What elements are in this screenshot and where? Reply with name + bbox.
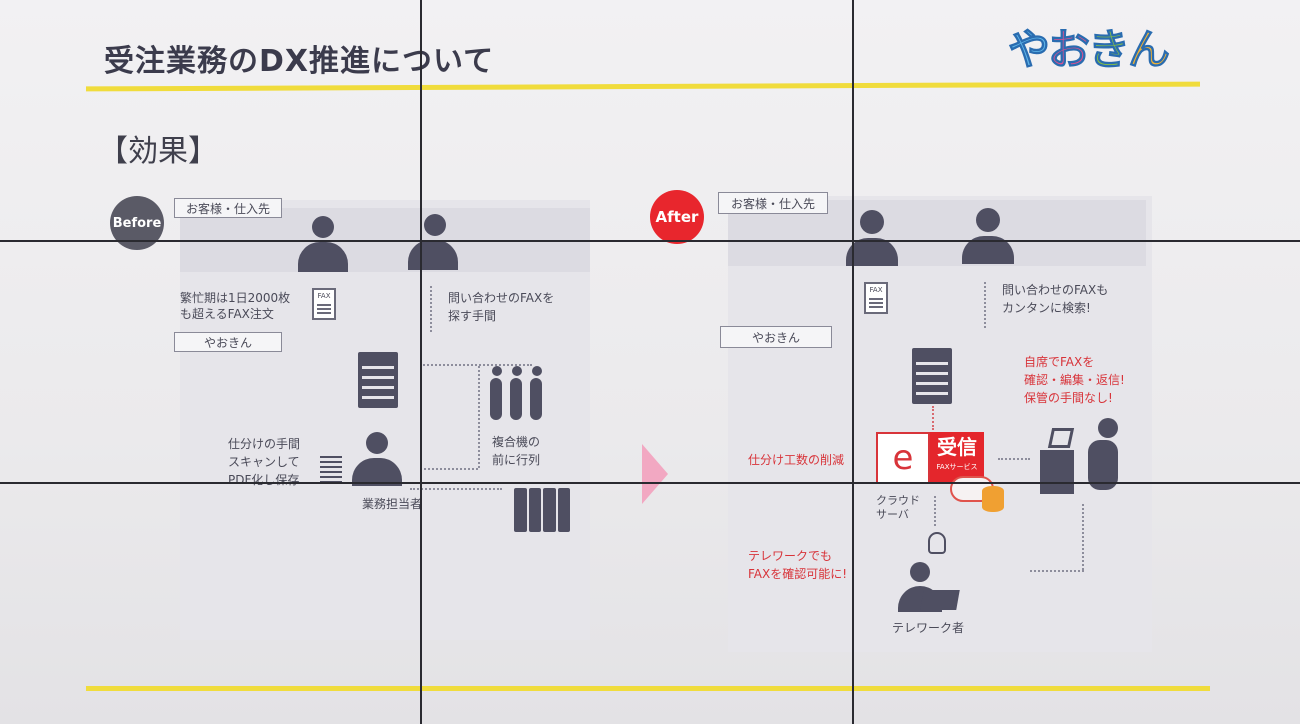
binders-icon <box>514 488 570 532</box>
logo-char: き <box>1088 25 1131 75</box>
document-stack-icon <box>320 456 342 482</box>
after-badge: After <box>650 190 704 244</box>
copier-icon <box>358 352 398 408</box>
after-diagram-area <box>728 196 1152 652</box>
desk-note-line2: 確認・編集・返信! <box>1024 373 1125 387</box>
telework-label: テレワーク者 <box>892 621 965 635</box>
display-bezel-vertical <box>852 0 854 724</box>
telework-note-line1: テレワークでも <box>748 549 833 563</box>
telework-note-line2: FAXを確認可能に! <box>748 567 848 581</box>
sorting-reduction-note: 仕分け工数の削減 <box>748 453 845 467</box>
before-diagram-area <box>180 200 590 640</box>
logo-char: お <box>1048 25 1091 75</box>
sorting-note-line3: PDF化し保存 <box>228 473 300 487</box>
queue-arrow <box>420 364 532 366</box>
display-bezel-horizontal <box>0 482 1300 484</box>
cloud-label-line1: クラウド <box>876 494 920 507</box>
desk-loop-line-h <box>1030 570 1084 572</box>
after-search-note-line2: カンタンに検索! <box>1002 301 1091 315</box>
after-copier-icon <box>912 348 952 404</box>
staff-label: 業務担当者 <box>362 497 423 511</box>
desk-note-line3: 保管の手間なし! <box>1024 391 1113 405</box>
after-customer-tag: お客様・仕入先 <box>718 192 828 214</box>
slide-title: 受注業務のDX推進について <box>104 44 495 79</box>
sorting-note-line2: スキャンして <box>228 455 300 469</box>
search-arrow <box>430 286 432 332</box>
queue-return-line-h <box>420 468 478 470</box>
copier-to-service-arrow <box>932 406 934 430</box>
title-underline <box>85 81 1201 92</box>
e-jushin-box: 受信 FAXサービス <box>930 432 984 484</box>
e-letter: e <box>876 432 930 484</box>
cloud-label-line2: サーバ <box>876 508 909 521</box>
fax-volume-note-line1: 繁忙期は1日2000枚 <box>180 291 291 305</box>
service-name: 受信 <box>937 435 977 459</box>
after-fax-document-icon: FAX <box>864 282 888 314</box>
service-to-telework-arrow <box>934 496 936 526</box>
fax-volume-note-line2: も超えるFAX注文 <box>180 307 274 321</box>
queue-note-line1: 複合機の <box>492 435 541 449</box>
search-note-line2: 探す手間 <box>448 309 497 323</box>
before-after-arrow <box>642 444 668 504</box>
after-search-note-line1: 問い合わせのFAXも <box>1002 283 1109 297</box>
desk-note-line1: 自席でFAXを <box>1024 355 1095 369</box>
e-jushin-service-logo: e 受信 FAXサービス <box>876 432 986 488</box>
database-icon <box>982 486 1004 512</box>
sorting-note-line1: 仕分けの手間 <box>228 437 301 451</box>
logo-char: や <box>1007 25 1050 75</box>
after-search-arrow <box>984 282 986 328</box>
before-customer-tag: お客様・仕入先 <box>174 198 282 218</box>
queue-note-line2: 前に行列 <box>492 453 541 467</box>
yaokin-logo: やおきん <box>1007 16 1171 77</box>
laptop-icon <box>920 590 960 610</box>
service-sub: FAXサービス <box>936 463 978 471</box>
fax-document-icon: FAX <box>312 288 336 320</box>
after-company-tag: やおきん <box>720 326 832 348</box>
lightbulb-icon <box>928 532 946 554</box>
archive-arrow <box>410 488 502 490</box>
desk-monitor-icon <box>1047 428 1075 448</box>
display-bezel-horizontal <box>0 240 1300 242</box>
queue-return-line <box>478 366 480 468</box>
desk-worker-icon <box>1040 450 1074 494</box>
search-note-line1: 問い合わせのFAXを <box>448 291 555 305</box>
footer-underline <box>86 686 1210 691</box>
before-company-tag: やおきん <box>174 332 282 352</box>
display-bezel-vertical <box>420 0 422 724</box>
service-to-desk-arrow <box>998 458 1030 460</box>
section-label: 【効果】 <box>98 134 218 169</box>
desk-loop-line <box>1082 504 1084 570</box>
logo-char: ん <box>1128 25 1171 75</box>
